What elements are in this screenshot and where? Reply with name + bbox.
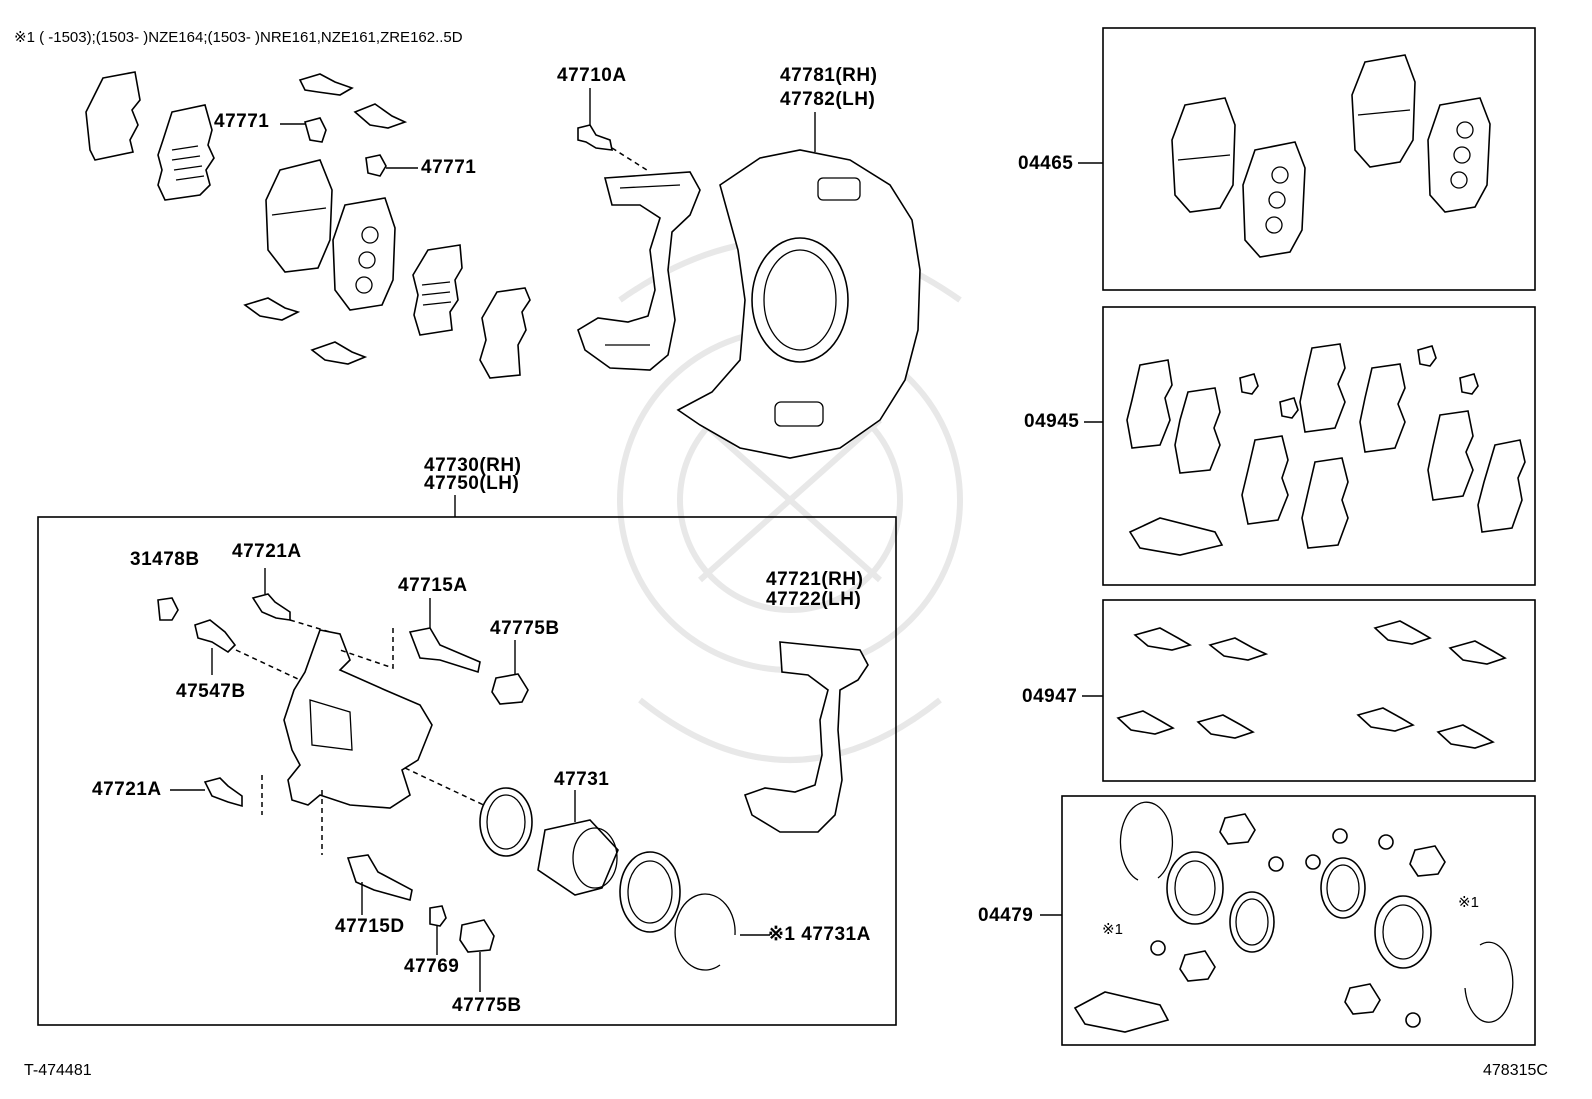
label-47721-rh: 47721(RH) — [766, 569, 864, 590]
kit-04465-pads — [1171, 54, 1491, 258]
bleeder-plug-47547B — [194, 619, 237, 654]
label-kit-04479: 04479 — [978, 905, 1034, 926]
label-47722-lh: 47722(LH) — [766, 589, 862, 610]
label-47771-b: 47771 — [421, 157, 477, 178]
label-47769: 47769 — [404, 956, 460, 977]
label-31478B: 31478B — [130, 549, 200, 570]
set-ring-47731A — [674, 893, 736, 971]
slide-pin-47715A — [408, 627, 481, 674]
slide-pin-47715D — [346, 854, 413, 902]
disc-brake-cylinder — [283, 629, 433, 809]
bleeder-cap-31478B — [157, 597, 179, 621]
header-applicability-note: ※1 ( -1503);(1503- )NZE164;(1503- )NRE16… — [14, 29, 463, 46]
kit-box-04479 — [1061, 795, 1536, 1046]
kit-04947-clips — [1116, 620, 1507, 749]
brake-pad-inner — [332, 197, 396, 311]
label-47781-rh: 47781(RH) — [780, 65, 878, 86]
label-47750-lh: 47750(LH) — [424, 473, 520, 494]
footer-right-code: 478315C — [1483, 1062, 1548, 1079]
mark-1-left: ※1 — [1102, 921, 1123, 938]
bolt-47721A-top — [251, 593, 291, 621]
shim-inner-left — [157, 104, 215, 201]
shim-inner-right — [412, 244, 463, 336]
caliper-mounting-bracket — [577, 171, 701, 371]
kit-04945-shims — [1126, 343, 1526, 556]
label-kit-04947: 04947 — [1022, 686, 1078, 707]
label-47721A-top: 47721A — [232, 541, 302, 562]
label-47715A: 47715A — [398, 575, 468, 596]
footer-left-code: T-474481 — [24, 1062, 92, 1079]
anti-rattle-clip-3 — [243, 297, 301, 321]
caliper-group — [157, 568, 869, 992]
boot-47775B-bottom — [459, 919, 495, 953]
kit-04479-seals — [1073, 801, 1514, 1033]
label-47715D: 47715D — [335, 916, 405, 937]
kit-box-04947 — [1102, 599, 1536, 782]
label-47775B-bottom: 47775B — [452, 995, 522, 1016]
caliper-assembly-box — [37, 516, 897, 1026]
label-47775B-top: 47775B — [490, 618, 560, 639]
shim-outer-left — [85, 71, 141, 161]
label-47547B: 47547B — [176, 681, 246, 702]
shim-outer-right — [479, 287, 531, 379]
anti-rattle-clip-2 — [353, 103, 408, 129]
label-47771-a: 47771 — [214, 111, 270, 132]
anti-rattle-clip-4 — [310, 341, 368, 365]
top-pads-group — [85, 71, 531, 379]
cylinder-boot — [619, 851, 681, 933]
bolt-47721A-bottom — [203, 777, 243, 808]
label-47730-rh: 47730(RH) — [424, 455, 522, 476]
caliper-mounting-bracket-lower — [743, 641, 869, 833]
label-kit-04945: 04945 — [1024, 411, 1080, 432]
label-kit-04465: 04465 — [1018, 153, 1074, 174]
pad-clip-47771-b — [365, 154, 387, 177]
brake-pad-outer — [265, 159, 333, 273]
label-47731: 47731 — [554, 769, 610, 790]
bolt-47710A — [577, 124, 614, 151]
label-47721A-bottom: 47721A — [92, 779, 162, 800]
piston-seal — [479, 787, 533, 857]
pad-clip-47771-a — [304, 117, 327, 143]
kit-box-04465 — [1102, 27, 1536, 291]
boot-47775B-top — [491, 673, 529, 705]
caliper-piston-47731 — [537, 819, 619, 896]
anti-rattle-clip-1 — [298, 73, 354, 96]
mark-1-right: ※1 — [1458, 894, 1479, 911]
label-47782-lh: 47782(LH) — [780, 89, 876, 110]
bushing-47769 — [429, 905, 447, 927]
kit-box-04945 — [1102, 306, 1536, 586]
mounting-group — [577, 88, 701, 371]
label-47731A: ※1 47731A — [768, 924, 871, 945]
label-47710A: 47710A — [557, 65, 627, 86]
dust-cover-group — [676, 112, 921, 459]
